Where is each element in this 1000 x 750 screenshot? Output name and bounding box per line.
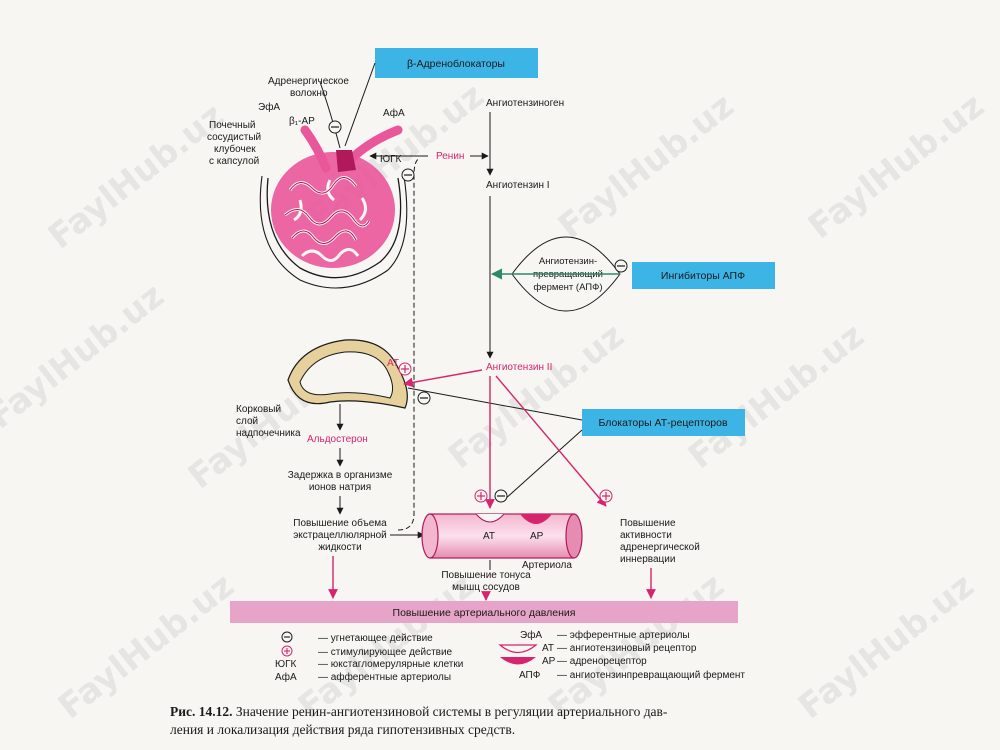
label-adrenergic-4: иннервации (620, 554, 675, 565)
svg-text:FaylHub.uz: FaylHub.uz (681, 316, 872, 477)
inhibit-marker-adrenal (417, 391, 431, 405)
label-ace-1: Ангиотензин- (539, 256, 597, 267)
arrow-ang2-adrenal (403, 369, 483, 388)
label-volume-3: жидкости (318, 542, 361, 553)
label-beta1-ar: β₁-АР (289, 116, 315, 127)
label-arteriole: Артериола (522, 560, 572, 571)
at-blocker-line-adrenal (407, 387, 583, 421)
label-adrenergic-fiber-2: волокно (290, 88, 328, 99)
label-angiotensin-2: Ангиотензин II (486, 362, 552, 373)
kidney-glomerulus (259, 81, 408, 289)
legend-inhibit-symbol (281, 631, 293, 643)
stimulate-marker-adrenal (398, 362, 412, 376)
label-adrenergic-2: активности (620, 530, 672, 541)
label-adrenergic-3: адренергической (620, 542, 700, 553)
label-cortex-3: надпочечника (236, 428, 301, 439)
label-arteriole-at: АТ (483, 531, 495, 542)
legend-at-key: АТ (542, 643, 554, 654)
legend-ar-symbol (500, 657, 536, 665)
efferent-arteriole (300, 125, 331, 173)
inhibit-marker-dashed (401, 168, 415, 182)
label-adrenal-at: АТ (387, 358, 399, 369)
watermarks: FaylHub.uz FaylHub.uz FaylHub.uz FaylHub… (0, 76, 992, 727)
label-sodium-2: ионов натрия (309, 482, 371, 493)
label-sodium-1: Задержка в организме (288, 470, 393, 481)
legend-inhibit: — угнетающее действие (318, 633, 433, 644)
legend-ar-desc: — адренорецептор (557, 656, 647, 667)
arrow-ang2-adrenergic (495, 375, 607, 507)
label-aldosterone: Альдостерон (307, 434, 368, 445)
svg-text:FaylHub.uz: FaylHub.uz (0, 276, 172, 437)
at-blockers-box (582, 409, 745, 436)
label-adrenergic-fiber-1: Адренергическое (268, 76, 349, 87)
inhibit-marker-arteriole (494, 489, 508, 503)
arteriole-tube (421, 513, 583, 559)
svg-text:FaylHub.uz: FaylHub.uz (41, 96, 232, 257)
legend-jgc-desc: — юкстагломерулярные клетки (318, 659, 463, 670)
label-renin: Ренин (436, 151, 464, 162)
afferent-arteriole (347, 125, 403, 163)
at-blockers-label: Блокаторы АТ-рецепторов (598, 417, 728, 429)
legend-stimulate-symbol (281, 645, 293, 657)
bp-increase-label: Повышение артериального давления (393, 607, 576, 619)
ace-inhibitors-box (632, 262, 775, 289)
jgc-cells (336, 150, 356, 172)
ace-inhibitors-label: Ингибиторы АПФ (661, 270, 745, 282)
figure-caption-line1: Рис. 14.12. Значение ренин-ангиотензинов… (170, 704, 668, 719)
bp-increase-box (230, 601, 738, 623)
svg-text:FaylHub.uz: FaylHub.uz (51, 566, 242, 727)
label-tone-1: Повышение тонуса (441, 570, 531, 581)
svg-text:FaylHub.uz: FaylHub.uz (441, 316, 632, 477)
label-angiotensinogen: Ангиотензиноген (486, 98, 564, 109)
legend-afa-key: АфА (275, 671, 297, 683)
beta-blockers-box (375, 48, 538, 78)
label-adrenergic-1: Повышение (620, 518, 676, 529)
label-glomerulus-2: сосудистый (207, 132, 261, 143)
label-arteriole-ar: АР (530, 531, 544, 542)
label-cortex-2: слой (236, 416, 258, 427)
label-glomerulus-4: с капсулой (209, 156, 259, 167)
label-cortex-1: Корковый (236, 404, 281, 415)
label-tone-2: мышц сосудов (452, 582, 520, 593)
legend-efa-key: ЭфА (520, 629, 542, 641)
legend-apf-key: АПФ (519, 670, 541, 681)
stimulate-marker-adrenergic (599, 489, 613, 503)
label-jgc: ЮГК (380, 154, 402, 165)
label-angiotensin-1: Ангиотензин I (486, 180, 550, 191)
svg-text:FaylHub.uz: FaylHub.uz (551, 86, 742, 247)
beta-blockers-label: β-Адреноблокаторы (407, 58, 505, 70)
legend-afa-desc: — афферентные артериолы (318, 671, 451, 683)
at-blocker-line-arteriole (503, 429, 583, 501)
figure-caption-line2: ления и локализация действия ряда гипоте… (170, 722, 515, 737)
legend-apf-desc: — ангиотензинпревращающий фермент (557, 669, 745, 681)
legend-jgc-key: ЮГК (275, 659, 297, 670)
svg-text:FaylHub.uz: FaylHub.uz (791, 566, 982, 727)
label-glomerulus-1: Почечный (209, 120, 255, 131)
label-afa: АфА (383, 107, 405, 119)
label-ace-3: фермент (АПФ) (533, 282, 602, 293)
svg-text:FaylHub.uz: FaylHub.uz (801, 86, 992, 247)
feedback-dashed-line (397, 157, 421, 531)
stimulate-marker-arteriole (474, 489, 488, 503)
adrenergic-fiber-line (319, 81, 341, 149)
label-volume-2: экстрацеллюлярной (293, 530, 387, 541)
label-volume-1: Повышение объема (293, 517, 387, 529)
inhibit-marker-kidney (328, 120, 342, 134)
legend-at-desc: — ангиотензиновый рецептор (557, 643, 697, 654)
beta-blocker-line (344, 62, 376, 147)
label-glomerulus-3: клубочек (214, 143, 256, 155)
legend-efa-desc: — эфферентные артериолы (557, 629, 690, 641)
label-efa: ЭфА (258, 101, 280, 113)
bowman-capsule (266, 177, 402, 279)
legend-stimulate: — стимулирующее действие (318, 647, 453, 658)
legend: — угнетающее действие — стимулирующее де… (275, 629, 745, 683)
legend-at-symbol (498, 644, 538, 654)
inhibit-marker-ace (614, 259, 628, 273)
legend-ar-key: АР (542, 656, 556, 667)
